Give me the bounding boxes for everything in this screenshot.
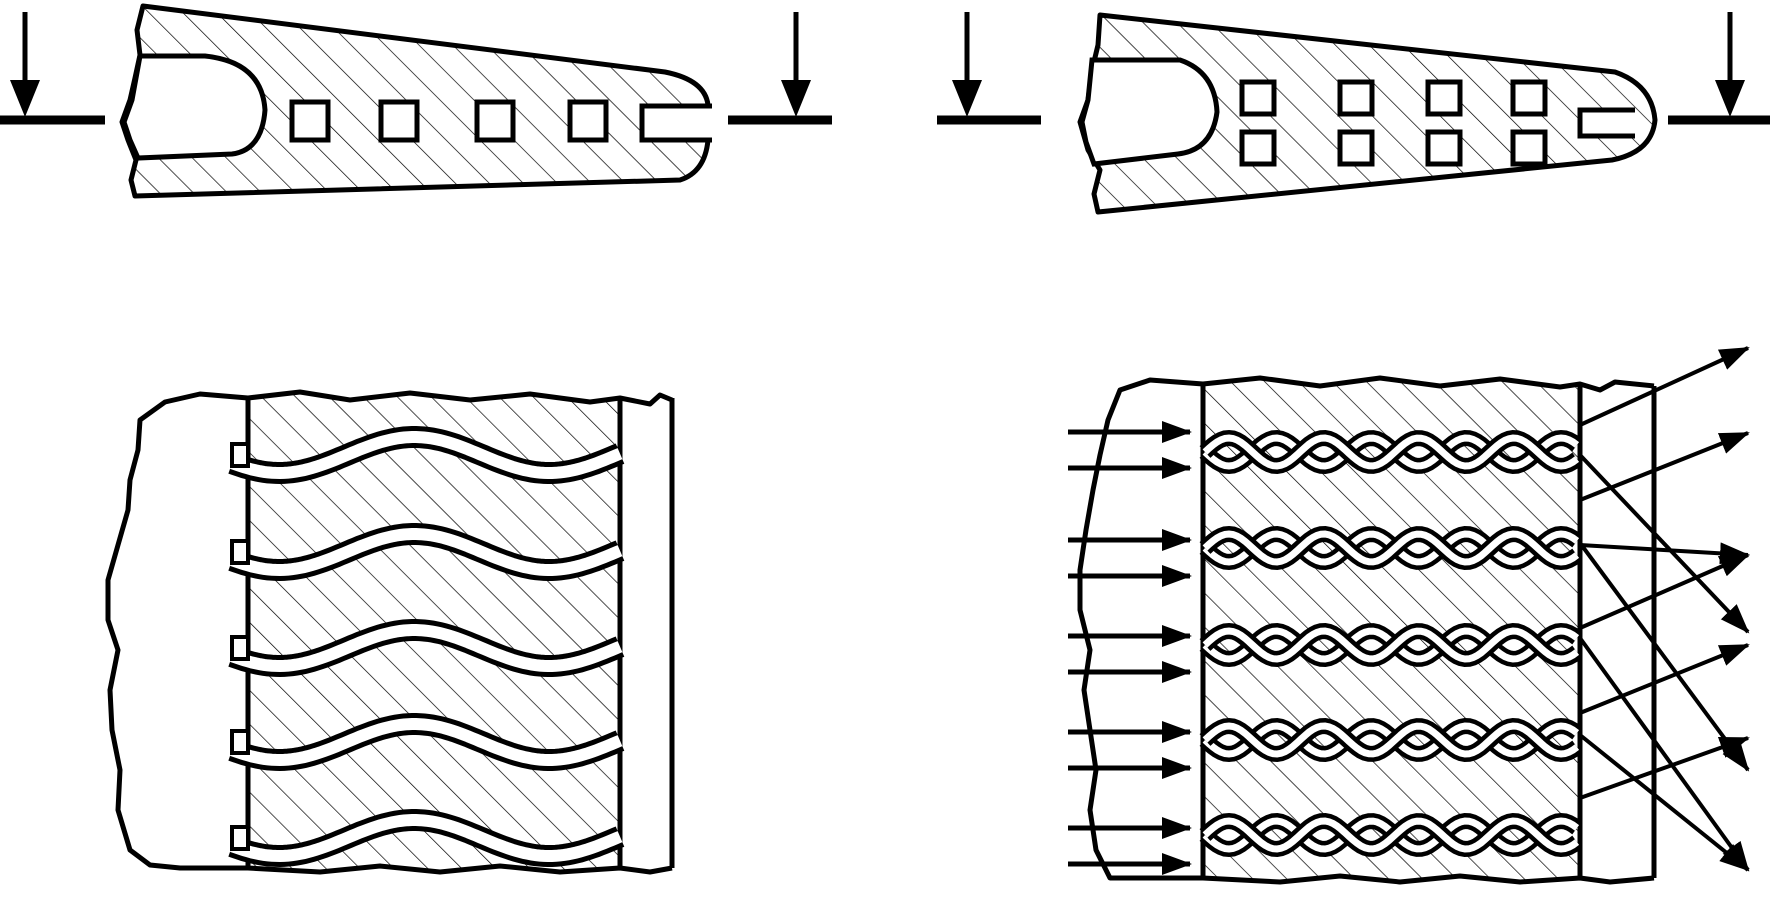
channel-inlet-stub — [230, 442, 250, 468]
channel-inlet-stub — [230, 635, 250, 661]
leading-edge-cavity — [1079, 57, 1220, 167]
leading-edge-cavity — [121, 53, 268, 161]
channel-inlet-stub — [230, 539, 250, 565]
coolant-outlet-arrows — [1578, 346, 1750, 872]
cooling-channels-lower — [1239, 129, 1548, 167]
left-plan-view — [105, 389, 675, 875]
braided-strand-bore — [1202, 722, 1580, 758]
outlet-arrow — [1579, 431, 1750, 502]
broken-edge-left — [1077, 377, 1204, 881]
channel-bore — [230, 814, 623, 863]
right-plan-view — [1068, 346, 1750, 885]
outlet-arrow — [1578, 453, 1750, 634]
channel-bore — [230, 431, 623, 480]
broken-edge-left — [105, 391, 249, 871]
channel-bore — [230, 528, 623, 577]
braided-strand-bore — [1202, 434, 1580, 470]
braided-strand-bore — [1202, 817, 1580, 853]
trailing-edge-slot — [1577, 107, 1635, 139]
channel-inlet-stub — [230, 825, 250, 851]
outlet-arrow — [1578, 733, 1750, 872]
channel-bore — [230, 624, 623, 673]
braided-strand-bore — [1202, 627, 1580, 663]
right-cross-section — [937, 12, 1770, 215]
broken-edge-bottom — [247, 863, 673, 875]
trailing-edge-slot — [639, 103, 712, 143]
outlet-arrow — [1579, 736, 1750, 800]
broken-edge-top — [1202, 375, 1655, 393]
plan-body — [1203, 378, 1580, 882]
section-marker-left — [0, 12, 105, 125]
braided-strand-bore — [1202, 530, 1580, 566]
section-marker-right — [1668, 12, 1770, 125]
cooling-channels-upper — [1239, 79, 1548, 117]
wavy-cooling-channels — [228, 426, 625, 868]
outlet-arrow — [1579, 542, 1750, 565]
outlet-arrow — [1579, 553, 1750, 630]
coolant-inlet-arrows — [1068, 421, 1192, 875]
outlet-arrow — [1579, 643, 1750, 715]
channel-bore — [230, 718, 623, 767]
channel-inlet-stub — [230, 729, 250, 755]
outlet-arrow — [1579, 346, 1750, 427]
braided-cooling-channels — [1199, 429, 1582, 858]
broken-edge-top — [247, 389, 673, 407]
section-marker-right — [728, 12, 832, 125]
outlet-arrow — [1578, 541, 1750, 772]
section-marker-left — [937, 12, 1041, 125]
outlet-arrow — [1578, 636, 1750, 872]
cooling-channels — [289, 99, 609, 143]
left-cross-section — [0, 3, 832, 199]
broken-edge-bottom — [1202, 873, 1655, 885]
